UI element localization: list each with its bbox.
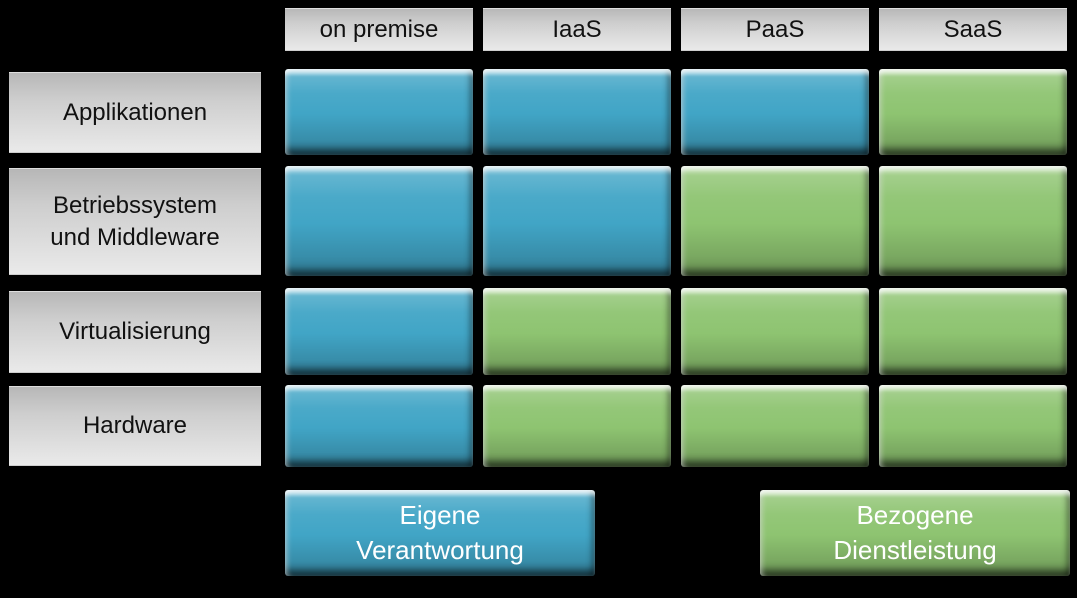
matrix-cell: [285, 288, 473, 375]
legend-eigene-verantwortung: Eigene Verantwortung: [285, 490, 595, 576]
matrix-cell: [285, 385, 473, 467]
column-header-iaas: IaaS: [483, 8, 671, 51]
matrix-cell: [483, 69, 671, 155]
row-label-applikationen: Applikationen: [9, 72, 261, 153]
matrix-cell: [483, 288, 671, 375]
matrix-cell: [285, 166, 473, 276]
matrix-cell: [879, 385, 1067, 467]
column-header-saas: SaaS: [879, 8, 1067, 51]
legend-bezogene-dienstleistung: Bezogene Dienstleistung: [760, 490, 1070, 576]
row-label-betriebssystem: Betriebssystem und Middleware: [9, 168, 261, 275]
matrix-cell: [285, 69, 473, 155]
column-header-paas: PaaS: [681, 8, 869, 51]
matrix-cell: [879, 166, 1067, 276]
matrix-cell: [681, 166, 869, 276]
row-label-virtualisierung: Virtualisierung: [9, 291, 261, 373]
matrix-cell: [483, 166, 671, 276]
matrix-cell: [681, 385, 869, 467]
matrix-cell: [681, 69, 869, 155]
matrix-cell: [879, 288, 1067, 375]
row-label-hardware: Hardware: [9, 386, 261, 466]
matrix-cell: [879, 69, 1067, 155]
matrix-cell: [483, 385, 671, 467]
matrix-cell: [681, 288, 869, 375]
column-header-on-premise: on premise: [285, 8, 473, 51]
